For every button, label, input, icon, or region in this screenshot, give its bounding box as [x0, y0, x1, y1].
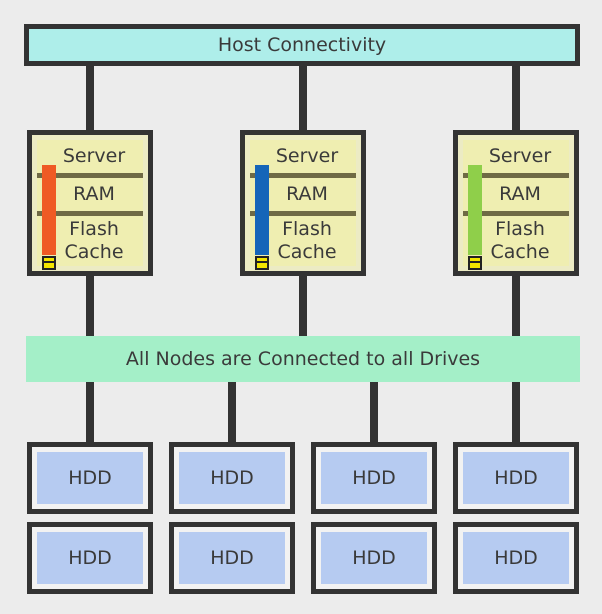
hdd-label: HDD — [463, 532, 569, 584]
drive-link-1 — [86, 380, 94, 444]
server-node-1: Server RAM Flash Cache — [27, 130, 153, 276]
ram-label: RAM — [499, 182, 541, 205]
cache-line: Cache — [64, 241, 124, 263]
host-connectivity-label: Host Connectivity — [217, 34, 387, 56]
cache-indicator-bar — [255, 165, 269, 255]
hdd-3: HDD — [311, 442, 437, 514]
cache-indicator-bar — [468, 165, 482, 255]
hdd-label: HDD — [321, 532, 427, 584]
hdd-7: HDD — [311, 522, 437, 594]
ram-label: RAM — [73, 182, 115, 205]
hdd-8: HDD — [453, 522, 579, 594]
hdd-6: HDD — [169, 522, 295, 594]
cache-line: Cache — [490, 241, 550, 263]
fabric-link-server-3 — [512, 276, 520, 338]
hdd-label: HDD — [463, 452, 569, 504]
hdd-label: HDD — [37, 452, 143, 504]
flash-line: Flash — [282, 218, 332, 240]
fabric-link-server-2 — [299, 276, 307, 338]
flash-line: Flash — [495, 218, 545, 240]
server-node-3: Server RAM Flash Cache — [453, 130, 579, 276]
hdd-label: HDD — [179, 532, 285, 584]
cache-line: Cache — [277, 241, 337, 263]
hdd-4: HDD — [453, 442, 579, 514]
flash-line: Flash — [69, 218, 119, 240]
host-link-1 — [86, 66, 94, 130]
ram-divider — [463, 211, 569, 216]
flash-cache-label: Flash Cache — [37, 216, 143, 266]
ram-divider — [250, 211, 356, 216]
hdd-5: HDD — [27, 522, 153, 594]
server-node-body: Server RAM Flash Cache — [463, 140, 569, 270]
fabric-link-server-1 — [86, 276, 94, 338]
drive-fabric-bar: All Nodes are Connected to all Drives — [26, 336, 580, 382]
cache-indicator-bar — [42, 165, 56, 255]
drive-link-2 — [228, 380, 236, 444]
server-node-2: Server RAM Flash Cache — [240, 130, 366, 276]
hdd-2: HDD — [169, 442, 295, 514]
hdd-1: HDD — [27, 442, 153, 514]
flash-cache-label: Flash Cache — [250, 216, 356, 266]
cache-drive-icon — [42, 256, 56, 270]
ram-label: RAM — [286, 182, 328, 205]
hdd-label: HDD — [179, 452, 285, 504]
cache-drive-icon — [255, 256, 269, 270]
drive-link-4 — [512, 380, 520, 444]
drive-link-3 — [370, 380, 378, 444]
server-divider — [37, 173, 143, 178]
server-label: Server — [488, 144, 552, 167]
cache-drive-icon — [468, 256, 482, 270]
server-divider — [250, 173, 356, 178]
server-divider — [463, 173, 569, 178]
server-node-body: Server RAM Flash Cache — [250, 140, 356, 270]
hdd-label: HDD — [37, 532, 143, 584]
host-connectivity-bar: Host Connectivity — [24, 24, 580, 66]
drive-fabric-label: All Nodes are Connected to all Drives — [125, 348, 481, 370]
flash-cache-label: Flash Cache — [463, 216, 569, 266]
host-link-3 — [512, 66, 520, 130]
server-label: Server — [62, 144, 126, 167]
host-link-2 — [299, 66, 307, 130]
server-label: Server — [275, 144, 339, 167]
ram-divider — [37, 211, 143, 216]
hdd-label: HDD — [321, 452, 427, 504]
server-node-body: Server RAM Flash Cache — [37, 140, 143, 270]
